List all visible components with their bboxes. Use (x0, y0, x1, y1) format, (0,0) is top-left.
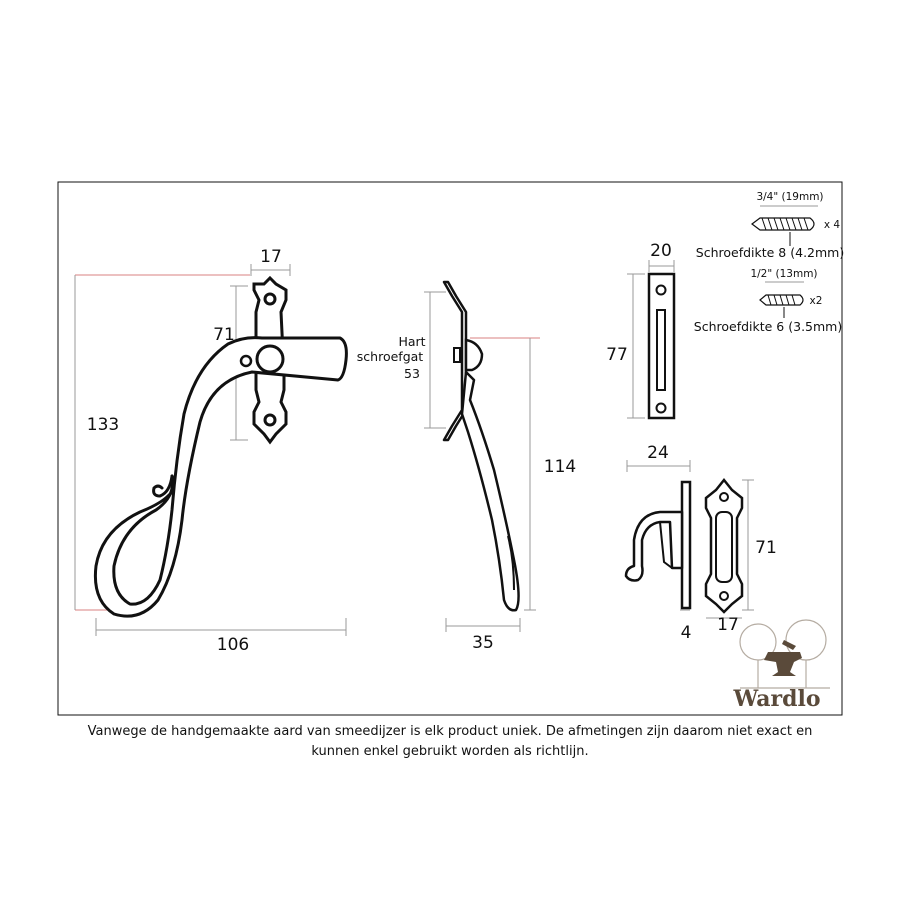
side-boss (464, 338, 484, 372)
side-depth-label: 35 (472, 633, 494, 653)
hammer-icon (782, 640, 796, 650)
screw-center-label-1: Hart (398, 334, 425, 349)
screw-1-gauge: Schroefdikte 8 (4.2mm) (696, 245, 844, 260)
keep-width-label: 20 (650, 241, 672, 261)
wardlo-logo: Wardlo (732, 619, 830, 712)
hook-plate-width-label: 17 (717, 615, 739, 635)
handle-front-view: 133 71 17 106 (74, 247, 348, 655)
side-height-label: 114 (544, 457, 576, 477)
handle-side-view: Hart schroefgat 53 114 35 (357, 280, 576, 653)
hook-width-label: 24 (647, 443, 669, 463)
hook-arm (624, 510, 684, 582)
screw-center-value: 53 (404, 366, 420, 381)
backplate-height-label: 71 (213, 325, 235, 345)
side-backplate (442, 280, 468, 442)
side-pin (453, 347, 461, 363)
backplate-width-label: 17 (260, 247, 282, 267)
bottom-screw-hole (263, 413, 277, 427)
screw-center-label-2: schroefgat (357, 349, 424, 364)
keep-slot (656, 309, 666, 391)
hook-catch: 24 4 17 71 (624, 443, 777, 643)
anvil-icon (764, 652, 802, 676)
screw-1-length: 3/4" (19mm) (756, 191, 823, 203)
disclaimer-line-2: kunnen enkel gebruikt worden als richtli… (311, 744, 589, 759)
diagram-frame (57, 181, 843, 716)
screw-2-length: 1/2" (13mm) (750, 268, 817, 280)
handle-pivot-boss (255, 344, 285, 374)
disclaimer: Vanwege de handgemaakte aard van smeedij… (60, 722, 840, 762)
handle-height-label: 133 (87, 415, 119, 435)
keep-plate: 20 77 (606, 241, 676, 420)
screw-2-quantity: x2 (810, 295, 823, 307)
keep-height-label: 77 (606, 345, 628, 365)
top-screw-hole (263, 292, 277, 306)
handle-curl (152, 474, 174, 498)
hook-plate-height-label: 71 (755, 538, 777, 558)
handle-body (93, 336, 348, 618)
screw-2-gauge: Schroefdikte 6 (3.5mm) (694, 319, 842, 334)
tree-icon (739, 619, 830, 689)
side-handle-body (460, 370, 520, 612)
brand-name: Wardlo (732, 686, 820, 712)
disclaimer-line-1: Vanwege de handgemaakte aard van smeedij… (87, 724, 813, 739)
screw-specs: 3/4" (19mm) x 4 Schroefdikte 8 (4.2mm) 1… (694, 191, 844, 334)
handle-width-label: 106 (217, 635, 249, 655)
screw-1-quantity: x 4 (824, 219, 841, 231)
handle-rivet-hole (239, 354, 253, 368)
hook-thickness-label: 4 (681, 623, 692, 643)
hook-plate-slot (715, 511, 733, 583)
